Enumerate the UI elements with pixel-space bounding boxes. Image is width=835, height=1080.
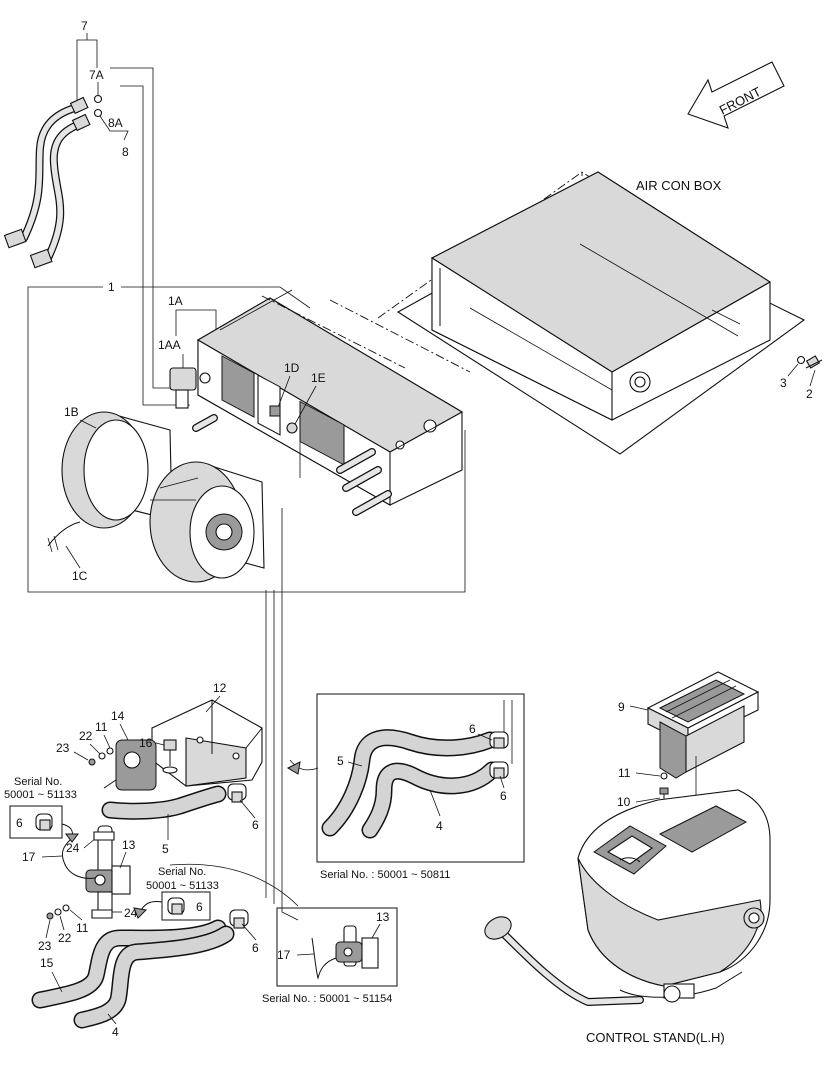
label-5a: 5 (162, 842, 169, 856)
label-6-serial-middle: 6 (196, 900, 203, 914)
label-13a: 13 (122, 838, 136, 852)
label-6-serial-left: 6 (16, 816, 23, 830)
heater-unit-frame (27, 286, 466, 593)
sensor-1d (269, 405, 281, 417)
heater-core-unit (196, 289, 464, 506)
heater-pipe-stubs (192, 414, 392, 516)
pipe-fitting-8 (29, 248, 53, 269)
label-11a: 11 (95, 720, 108, 734)
serial-box-clamp-middle (161, 891, 211, 921)
label-7: 7 (81, 19, 88, 33)
washer-3 (796, 355, 806, 365)
control-stand-lh (577, 789, 771, 999)
screw-23 (88, 758, 96, 766)
washer-11 (106, 747, 114, 755)
label-9: 9 (618, 700, 625, 714)
pipe-assembly (3, 94, 103, 269)
label-22b: 22 (58, 931, 72, 945)
o-ring-7a (93, 94, 103, 104)
servo-motor-14 (103, 739, 157, 791)
serial-label-a: Serial No. (14, 776, 62, 788)
hose-clamp-6-serial-middle (167, 897, 185, 915)
detail-box-hoses-caption: Serial No. : 50001 ~ 50811 (320, 869, 450, 881)
label-4-detail: 4 (436, 819, 443, 833)
detail-box-valve (276, 907, 398, 987)
label-6-detail-top: 6 (469, 722, 476, 736)
label-1b: 1B (64, 405, 79, 419)
label-11c: 11 (618, 766, 631, 780)
label-22a: 22 (79, 729, 93, 743)
hose-band-24a (93, 831, 115, 841)
thermistor-1e (286, 422, 298, 434)
control-stand-label: CONTROL STAND(L.H) (586, 1030, 725, 1045)
detail-box-hoses (316, 693, 525, 863)
label-1c: 1C (72, 569, 88, 583)
label-14: 14 (111, 709, 125, 723)
screw-16 (162, 739, 178, 774)
label-6-detail-bottom: 6 (500, 789, 507, 803)
control-lever (484, 916, 681, 1006)
label-12: 12 (213, 681, 227, 695)
label-5-detail: 5 (337, 754, 344, 768)
hose-clamp-6a (227, 783, 247, 803)
expansion-valve-1aa (169, 367, 211, 409)
label-23b: 23 (38, 939, 52, 953)
label-17-detail: 17 (277, 948, 291, 962)
bracket-12 (151, 699, 263, 787)
label-1a: 1A (168, 294, 183, 308)
blower-assembly-1b (61, 411, 265, 583)
detail-box-valve-caption: Serial No. : 50001 ~ 51154 (262, 993, 392, 1005)
air-con-box (377, 171, 806, 455)
ac-controller-9 (646, 671, 760, 779)
label-15: 15 (40, 956, 54, 970)
label-3: 3 (780, 376, 787, 390)
label-1e: 1E (311, 371, 326, 385)
label-2: 2 (806, 387, 813, 401)
control-cable-17-detail (311, 937, 337, 980)
label-23a: 23 (56, 741, 70, 755)
label-6a: 6 (252, 818, 259, 832)
hose-clamp-6-detail-bottom (489, 761, 509, 779)
water-valve-13-detail (335, 925, 379, 969)
label-8: 8 (122, 145, 129, 159)
air-con-box-label: AIR CON BOX (636, 178, 722, 193)
label-8a: 8A (108, 116, 123, 130)
label-17a: 17 (22, 850, 36, 864)
pipe-fitting-7 (3, 228, 27, 249)
label-1: 1 (108, 280, 115, 294)
label-13-detail: 13 (376, 910, 390, 924)
label-4a: 4 (112, 1025, 119, 1039)
mounting-bolt-2 (805, 355, 823, 369)
label-10: 10 (617, 795, 631, 809)
label-1d: 1D (284, 361, 300, 375)
label-11b: 11 (76, 921, 89, 935)
serial-range-a: 50001 ~ 51133 (4, 789, 77, 801)
hose-band-24b (91, 909, 113, 919)
label-7a: 7A (89, 68, 104, 82)
serial-label-b: Serial No. (158, 866, 206, 878)
washer-11-controller (660, 772, 668, 780)
front-direction-arrow: FRONT (687, 61, 785, 129)
screw-23-lower (46, 912, 54, 920)
hose-clamp-6-serial-left (35, 813, 53, 831)
label-6b: 6 (252, 941, 259, 955)
duct-clip-1c (47, 521, 81, 547)
o-ring-8a (93, 108, 103, 118)
detail-arc (169, 863, 299, 907)
control-cable-17 (61, 839, 97, 879)
label-24a: 24 (66, 841, 80, 855)
hose-clamp-6b (229, 909, 249, 929)
washer-22 (98, 752, 106, 760)
serial-box-clamp-left (9, 805, 63, 839)
serial-range-b: 50001 ~ 51133 (146, 880, 219, 892)
hose-clamp-6-detail-top (489, 731, 509, 749)
label-16: 16 (139, 736, 153, 750)
label-1aa: 1AA (158, 338, 181, 352)
